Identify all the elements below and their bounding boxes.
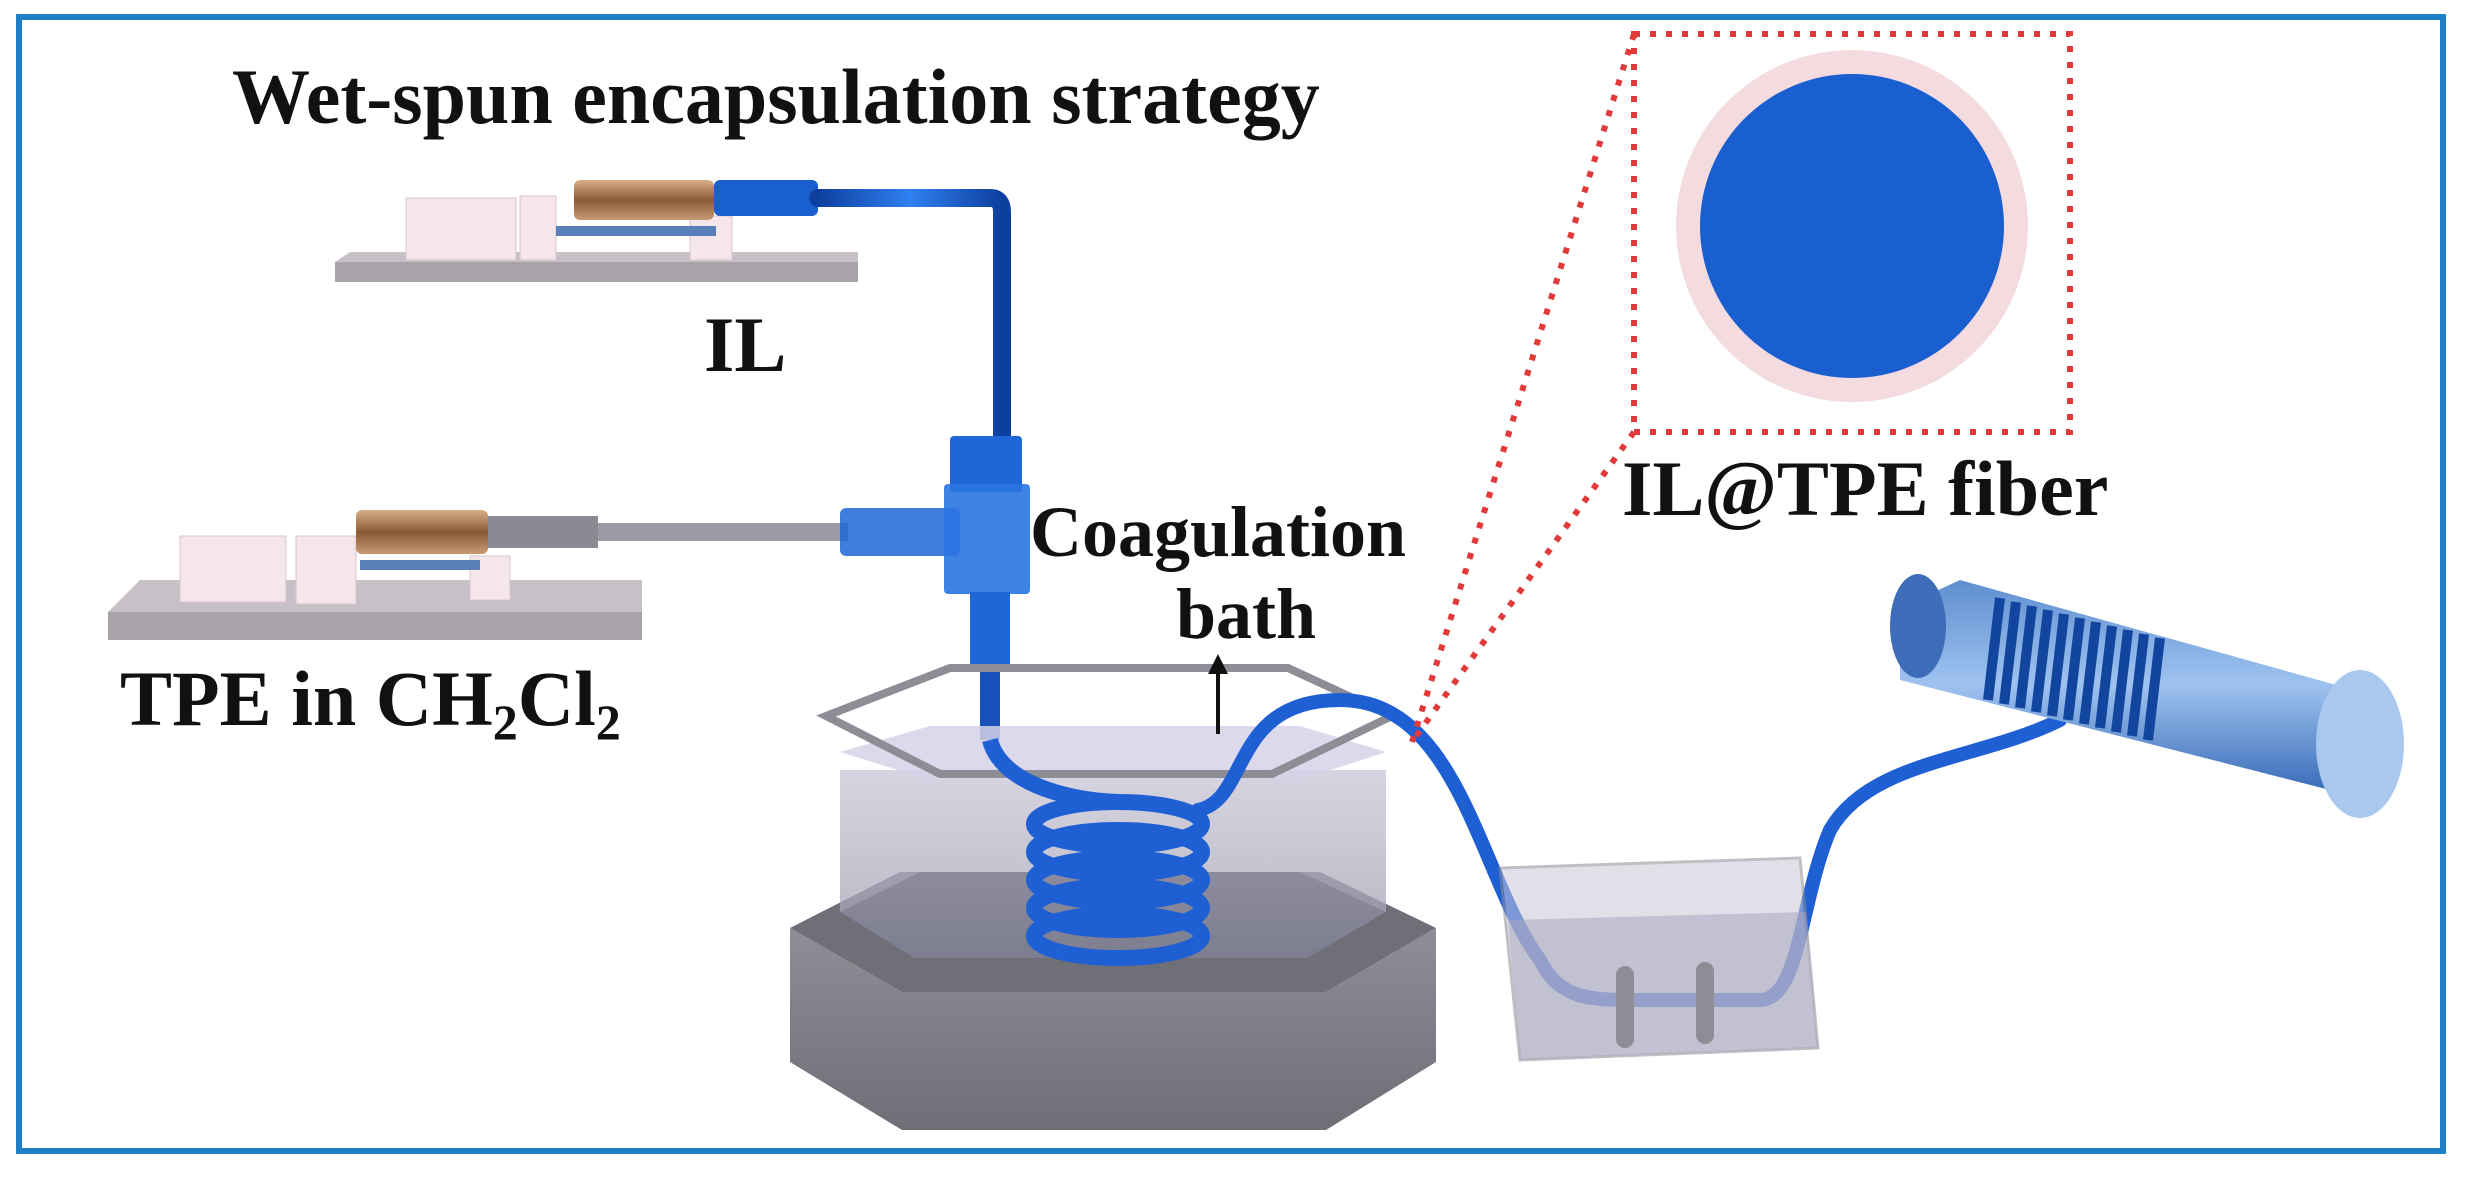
tpe-label-sub1: 2 (492, 694, 518, 750)
inset-leader-bottom (1409, 430, 1637, 744)
il-pump-block-mid (519, 195, 557, 261)
tpe-syringe-plunger (360, 560, 480, 570)
tpe-label: TPE in CH2Cl2 (120, 660, 621, 750)
bath-label: bath (1176, 574, 1317, 654)
roller-end-right (2316, 670, 2404, 818)
roller-body (1900, 580, 2390, 790)
fiber-label: IL@TPE fiber (1622, 445, 2109, 532)
spinneret-side-port (840, 508, 960, 556)
il-feed-tube (809, 189, 1011, 449)
il-pump-base (335, 262, 858, 282)
figure-title: Wet-spun encapsulation strategy (232, 53, 1320, 140)
spinneret-body (944, 484, 1030, 594)
tpe-label-prefix: TPE in CH (120, 655, 493, 742)
bath-arrow-head (1208, 654, 1228, 674)
roller-end-left (1890, 574, 1946, 678)
il-syringe-barrel (574, 180, 714, 220)
wash-bath (1498, 856, 1820, 1062)
il-label: IL (704, 301, 787, 388)
tpe-label-mid: Cl (517, 655, 596, 742)
fiber-core (1700, 74, 2004, 378)
fiber-coil (982, 737, 1210, 966)
fiber-cross-section-inset (1409, 31, 2073, 744)
spinneret-needle-housing (970, 592, 1010, 672)
il-syringe-plunger (556, 226, 716, 236)
spinneret-needle (980, 670, 1000, 740)
wash-bath-rod-right (1696, 962, 1714, 1044)
il-syringe-tip (714, 180, 818, 216)
tpe-pump-block-mid (295, 535, 357, 605)
tpe-label-sub2: 2 (595, 694, 621, 750)
wash-bath-liquid (1508, 912, 1818, 1060)
tpe-feed-tube (598, 523, 848, 541)
tpe-syringe-tip (488, 516, 598, 548)
tpe-syringe-pump (108, 510, 848, 640)
bath-base-side (790, 928, 1436, 1130)
il-pump-block-right (689, 215, 733, 261)
spinneret (840, 436, 1030, 740)
il-pump-block-left (405, 197, 517, 261)
tpe-syringe-barrel (356, 510, 488, 554)
roller-fiber-winding (1983, 597, 2165, 741)
tpe-pump-base (108, 612, 642, 640)
coagulation-label: Coagulation (1030, 492, 1407, 572)
collection-roller (1890, 574, 2404, 818)
inset-leader-top (1409, 33, 1637, 743)
tpe-pump-block-left (179, 535, 287, 603)
il-syringe-pump (335, 180, 858, 282)
spinneret-top-cap (950, 436, 1022, 492)
wash-bath-rod-left (1616, 966, 1634, 1048)
